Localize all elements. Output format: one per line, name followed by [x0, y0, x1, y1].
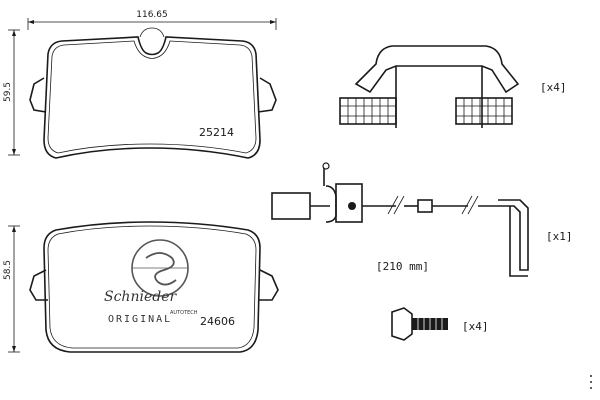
brand-logo: Schnieder ORIGINAL AUTOTECH — [104, 239, 198, 325]
bolt: [x4] — [391, 307, 489, 341]
clip-quantity: [x4] — [540, 81, 567, 94]
bottom-height-dimension: 58.5 — [3, 225, 20, 353]
top-brake-pad: 25214 — [29, 27, 277, 159]
bottom-height-dimension-label: 58.5 — [3, 260, 13, 280]
wear-sensor: [x1] [210 mm] — [271, 162, 573, 277]
width-dimension: 116.65 — [27, 10, 277, 30]
bolt-quantity: [x4] — [462, 320, 489, 333]
top-height-dimension-label: 59.5 — [3, 82, 13, 102]
corner-mark — [590, 375, 592, 389]
sensor-quantity: [x1] — [546, 230, 573, 243]
mounting-clip: [x4] — [339, 45, 567, 128]
width-dimension-label: 116.65 — [136, 10, 168, 20]
brand-name: Schnieder — [104, 289, 177, 305]
brand-tagline: ORIGINAL — [108, 314, 172, 325]
top-pad-part-number: 25214 — [199, 126, 234, 139]
bottom-pad-part-number: 24606 — [200, 315, 235, 328]
brand-sub: AUTOTECH — [170, 310, 198, 316]
bottom-brake-pad: 24606 — [29, 221, 279, 353]
sensor-length: [210 mm] — [376, 260, 429, 273]
top-height-dimension: 59.5 — [3, 29, 20, 156]
